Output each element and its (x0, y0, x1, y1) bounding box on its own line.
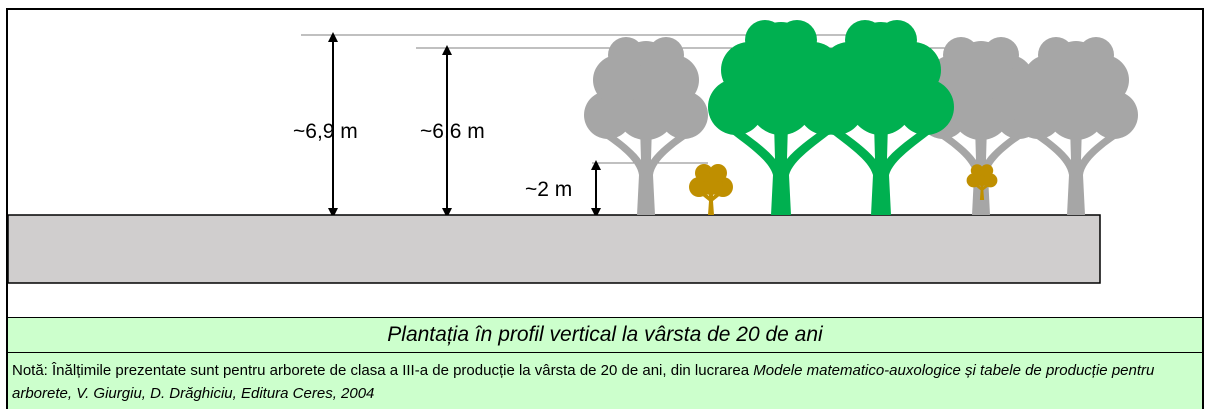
height-label-mid: ~6,6 m (420, 120, 485, 143)
figure-frame: ~6,9 m ~6,6 m ~2 m Plantația în profil v… (6, 8, 1204, 409)
height-label-left: ~6,9 m (293, 120, 358, 143)
grey-tree-icon (1014, 37, 1138, 215)
figure-caption: Plantația în profil vertical la vârsta d… (8, 317, 1202, 353)
shrub-icon (966, 164, 998, 200)
note-text: Notă: Înălțimile prezentate sunt pentru … (12, 362, 754, 379)
ground-strip (8, 214, 1101, 284)
source-note: Notă: Înălțimile prezentate sunt pentru … (8, 353, 1202, 409)
shrub-icon (689, 164, 733, 215)
plantation-profile-diagram: ~6,9 m ~6,6 m ~2 m (8, 20, 1138, 284)
height-label-shrub: ~2 m (525, 178, 572, 201)
note-work-title: Modele matematico-auxologice și tabele d… (12, 362, 1155, 402)
